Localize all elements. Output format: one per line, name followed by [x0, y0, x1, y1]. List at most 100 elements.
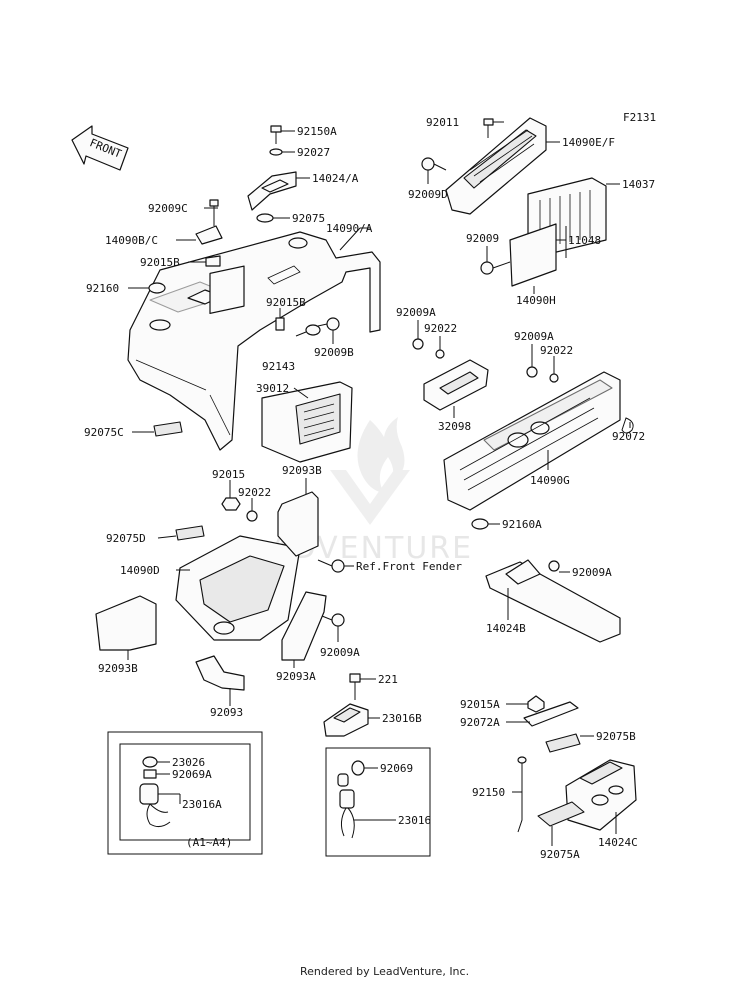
label-92160a: 92160A — [502, 518, 542, 531]
label-92093b-top: 92093B — [282, 464, 322, 477]
label-23016a: 23016A — [182, 798, 222, 811]
label-92075d: 92075D — [106, 532, 146, 545]
rod-92150-head-part — [517, 756, 527, 764]
cover-39012-part — [261, 381, 353, 463]
label-92009a-d: 92009A — [572, 566, 612, 579]
bracket-92093a-part — [281, 591, 327, 661]
label-14090a: 14090/A — [326, 222, 373, 235]
label-14090g: 14090G — [530, 474, 570, 487]
watermark-v-icon — [330, 470, 410, 525]
label-92015b-left: 92015B — [140, 256, 180, 269]
pad-92075a-part — [537, 801, 585, 827]
label-23026: 23026 — [172, 756, 205, 769]
fusebox-32098-part — [412, 338, 489, 411]
bolt-ref-fender-part — [317, 559, 345, 573]
label-a1-a4: (A1~A4) — [186, 836, 232, 849]
bracket-14024a-part — [247, 171, 297, 211]
bolt-92150a-part — [269, 125, 283, 156]
battery-tray-14090d-part — [175, 535, 301, 641]
label-14090h: 14090H — [516, 294, 556, 307]
label-14037: 14037 — [622, 178, 655, 191]
bracket-14024b-part — [485, 559, 621, 643]
inset-box-23016 — [325, 747, 431, 857]
label-23016: 23016 — [398, 814, 431, 827]
label-92022-a: 92022 — [424, 322, 457, 335]
bracket-14090bc-part — [195, 199, 223, 267]
label-11048: 11048 — [568, 234, 601, 247]
watermark-flame-icon — [357, 417, 405, 493]
inset-box-a1a4 — [107, 731, 263, 855]
label-14090d: 14090D — [120, 564, 160, 577]
pad-92075d-part — [175, 525, 205, 541]
bolt-92009d-part — [421, 157, 447, 171]
label-92015: 92015 — [212, 468, 245, 481]
plate-14090h-part — [509, 223, 557, 287]
bolt-92009-part — [480, 261, 511, 275]
bracket-92093-part — [195, 655, 245, 691]
clip-92015b-part — [275, 317, 285, 331]
label-92022-b: 92022 — [540, 344, 573, 357]
label-92015b-mid: 92015B — [266, 296, 306, 309]
panel-14090g-part — [443, 366, 634, 511]
label-14024c: 14024C — [598, 836, 638, 849]
bracket-92093b-top-part — [277, 491, 319, 557]
front-arrow-icon — [71, 125, 129, 171]
label-92143: 92143 — [262, 360, 295, 373]
cover-14090ef-part — [445, 117, 547, 215]
label-92150-bottom: 92150 — [472, 786, 505, 799]
label-92015a: 92015A — [460, 698, 500, 711]
label-92011: 92011 — [426, 116, 459, 129]
label-92009a-c: 92009A — [320, 646, 360, 659]
nut-92015-part — [221, 497, 258, 522]
label-92069a: 92069A — [172, 768, 212, 781]
switch-23016b-part — [323, 673, 369, 737]
pad-92075b-part — [545, 733, 581, 753]
label-92069: 92069 — [380, 762, 413, 775]
label-ref-front-fender: Ref.Front Fender — [356, 560, 462, 573]
label-92009: 92009 — [466, 232, 499, 245]
label-39012: 39012 — [256, 382, 289, 395]
label-92075b: 92075B — [596, 730, 636, 743]
battery-cover-14024c-part — [565, 759, 637, 831]
label-92093a: 92093A — [276, 670, 316, 683]
bolt-92009a-c-part — [321, 613, 345, 627]
front-arrow: FRONT — [71, 125, 129, 171]
label-23016b: 23016B — [382, 712, 422, 725]
pad-92075c-part — [153, 421, 183, 437]
label-92150a-top: 92150A — [297, 125, 337, 138]
label-92075c: 92075C — [84, 426, 124, 439]
grommet-92075-part — [256, 213, 274, 223]
label-92072a: 92072A — [460, 716, 500, 729]
footer-credit: Rendered by LeadVenture, Inc. — [300, 965, 469, 978]
label-92009a-b: 92009A — [514, 330, 554, 343]
label-92093b-bottom: 92093B — [98, 662, 138, 675]
label-92093: 92093 — [210, 706, 243, 719]
label-92009a-a: 92009A — [396, 306, 436, 319]
grommet-92160-part — [148, 282, 166, 294]
grommet-92160a-part — [471, 518, 489, 530]
rod-92150-part — [517, 760, 523, 833]
leader-lines — [127, 121, 631, 846]
label-92075a: 92075A — [540, 848, 580, 861]
label-92022-c: 92022 — [238, 486, 271, 499]
label-221: 221 — [378, 673, 398, 686]
bracket-92093b-bottom-part — [95, 595, 157, 651]
figure-code: F2131 — [623, 111, 656, 124]
strap-92072a-part — [523, 695, 579, 727]
label-14090ef: 14090E/F — [562, 136, 615, 149]
label-14090bc: 14090B/C — [105, 234, 158, 247]
label-92160: 92160 — [86, 282, 119, 295]
label-14024b: 14024B — [486, 622, 526, 635]
part-labels: 92150A 92027 14024/A 92009C 92075 14090B… — [84, 116, 655, 861]
label-92009d: 92009D — [408, 188, 448, 201]
bolt-92011-part — [483, 118, 494, 138]
bolt-92009b-part — [305, 317, 340, 336]
label-92075-top: 92075 — [292, 212, 325, 225]
label-92027: 92027 — [297, 146, 330, 159]
label-32098: 32098 — [438, 420, 471, 433]
label-14024a: 14024/A — [312, 172, 359, 185]
front-fender-part — [127, 231, 381, 451]
label-92072: 92072 — [612, 430, 645, 443]
label-92009b: 92009B — [314, 346, 354, 359]
